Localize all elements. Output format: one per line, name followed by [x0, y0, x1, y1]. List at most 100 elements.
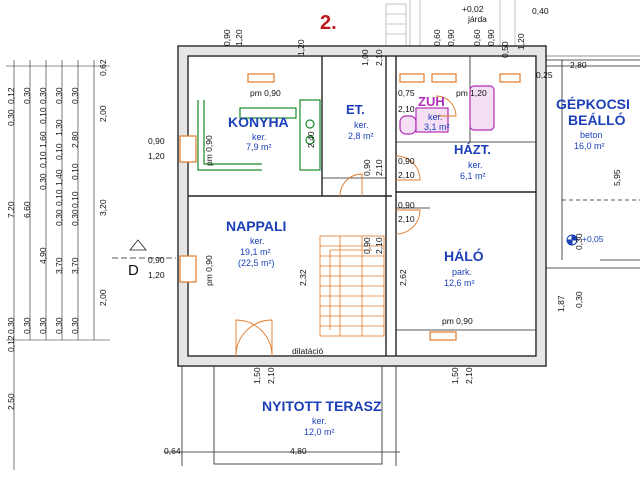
- left-dim: 0,30: [22, 87, 32, 104]
- top-dim: 0,90: [222, 29, 232, 46]
- top-dim: 1,20: [234, 29, 244, 46]
- left-dim: 0,10: [70, 191, 80, 208]
- left-dim: 0,12: [6, 87, 16, 104]
- left-dim: 1,40: [54, 169, 64, 186]
- room-et-area: 2,8 m²: [348, 131, 374, 141]
- room-garage-name1: GÉPKOCSI: [556, 96, 630, 112]
- left-dim: 0,30: [38, 87, 48, 104]
- window-dim: 1,20: [148, 270, 165, 280]
- room-konyha-sub: ker.: [252, 132, 267, 142]
- pm-zuh: pm 1,20: [456, 88, 487, 98]
- room-zuh-name: ZUH: [418, 94, 445, 109]
- left-dim: 1,30: [54, 119, 64, 136]
- zuh-h: 2,10: [398, 104, 415, 114]
- room-nappali-name: NAPPALI: [226, 218, 287, 234]
- top-dim: 1,20: [296, 39, 306, 56]
- bottom-dim: 1,50: [252, 367, 262, 384]
- bottom-dim: 2,10: [464, 367, 474, 384]
- door-dim: 0,90: [398, 156, 415, 166]
- left-dim: 0,62: [98, 59, 108, 76]
- left-dim: 3,20: [98, 199, 108, 216]
- right-dim: 1,87: [556, 295, 566, 312]
- top-dim: 0,90: [446, 29, 456, 46]
- top-dim: 0,60: [472, 29, 482, 46]
- bottom-dim: 4,80: [290, 446, 307, 456]
- bottom-dim: 2,10: [266, 367, 276, 384]
- window-dim: 0,90: [148, 255, 165, 265]
- room-hazt-area: 6,1 m²: [460, 171, 486, 181]
- left-dim: 0,12: [6, 335, 16, 352]
- door-dim: 2,10: [398, 170, 415, 180]
- bottom-dim: 1,50: [450, 367, 460, 384]
- et-door-h: 2,10: [374, 237, 384, 254]
- pm-side: pm 0,90: [204, 135, 214, 166]
- left-dim: 0,10: [38, 107, 48, 124]
- dim-232: 2,32: [298, 269, 308, 286]
- room-garage-sub: beton: [580, 130, 603, 140]
- room-et-name: ET.: [346, 102, 365, 117]
- room-hazt-sub: ker.: [468, 160, 483, 170]
- left-dim: 0,30: [70, 209, 80, 226]
- left-dim: 0,30: [54, 317, 64, 334]
- left-dim: 0,10: [54, 189, 64, 206]
- left-dim: 0,30: [22, 317, 32, 334]
- room-terasz-sub: ker.: [312, 416, 327, 426]
- top-dim: 0,60: [432, 29, 442, 46]
- left-dim: 2,50: [6, 393, 16, 410]
- room-nappali-area2: (22,5 m²): [238, 258, 275, 268]
- bottom-dim: 0,64: [164, 446, 181, 456]
- level-label: +0,05: [582, 234, 604, 244]
- room-garage-name2: BEÁLLÓ: [568, 112, 626, 128]
- top-dim: 0,90: [486, 29, 496, 46]
- top-dim: 2,80: [570, 60, 587, 70]
- et-door-v: 0,90: [362, 159, 372, 176]
- room-zuh-sub: ker.: [428, 112, 443, 122]
- left-dim: 0,30: [54, 209, 64, 226]
- et-door-h: 2,10: [374, 159, 384, 176]
- left-dim: 7,20: [6, 201, 16, 218]
- pm-konyha: pm 0,90: [250, 88, 281, 98]
- dim-262: 2,62: [398, 269, 408, 286]
- room-nappali-area: 19,1 m²: [240, 247, 271, 257]
- room-halo-area: 12,6 m²: [444, 278, 475, 288]
- pm-halo: pm 0,90: [442, 316, 473, 326]
- window-dim: 1,20: [148, 151, 165, 161]
- top-dim: 0,40: [532, 6, 549, 16]
- left-dim: 0,30: [6, 109, 16, 126]
- dim-240: 2,40: [306, 131, 316, 148]
- left-dim: 0,30: [54, 87, 64, 104]
- left-dim: 0,30: [70, 317, 80, 334]
- room-terasz-area: 12,0 m²: [304, 427, 335, 437]
- left-dim: 2,80: [70, 131, 80, 148]
- room-konyha-area: 7,9 m²: [246, 142, 272, 152]
- room-halo-name: HÁLÓ: [444, 248, 484, 264]
- top-dim: 1,00: [360, 49, 370, 66]
- room-nappali-sub: ker.: [250, 236, 265, 246]
- top-dim: 0,50: [500, 41, 510, 58]
- left-dim: 1,60: [38, 131, 48, 148]
- section-marker: D: [128, 262, 139, 279]
- zuh-dim: 0,75: [398, 88, 415, 98]
- top-dim: 1,20: [516, 33, 526, 50]
- dilatacio-label: dilatáció: [292, 346, 324, 356]
- left-dim: 0,30: [38, 317, 48, 334]
- left-dim: 0,30: [70, 87, 80, 104]
- right-dim: 5,95: [612, 169, 622, 186]
- room-halo-sub: park.: [452, 267, 473, 277]
- door-dim: 0,90: [398, 200, 415, 210]
- right-dim: 0,30: [574, 233, 584, 250]
- left-dim: 0,10: [54, 143, 64, 160]
- door-dim: 2,10: [398, 214, 415, 224]
- jarda-label: járda: [468, 14, 487, 24]
- room-konyha-name: KONYHA: [228, 114, 289, 130]
- left-dim: 0,30: [38, 173, 48, 190]
- left-dim: 3,70: [54, 257, 64, 274]
- left-dim: 4,90: [38, 247, 48, 264]
- left-dim: 6,60: [22, 201, 32, 218]
- floor-number: 2.: [320, 12, 337, 34]
- room-garage-area: 16,0 m²: [574, 141, 605, 151]
- et-door-v: 0,90: [362, 237, 372, 254]
- top-dim: 0,25: [536, 70, 553, 80]
- room-terasz-name: NYITOTT TERASZ: [262, 398, 382, 414]
